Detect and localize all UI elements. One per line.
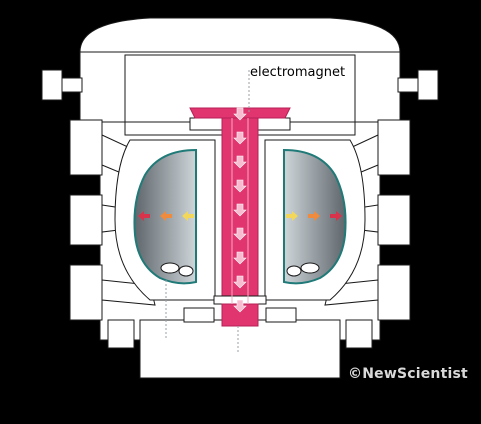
copyright-symbol: © bbox=[348, 366, 362, 382]
outward-arrows bbox=[138, 211, 342, 221]
divertor-right bbox=[286, 262, 320, 277]
outward-arrow-icon bbox=[160, 211, 172, 221]
down-arrow-icon bbox=[233, 179, 247, 193]
voltage-label: voltage bbox=[168, 339, 217, 354]
credit-text: NewScientist bbox=[362, 366, 468, 382]
down-arrow-icon bbox=[233, 155, 247, 169]
down-arrow-icon bbox=[233, 203, 247, 217]
down-arrow-icon bbox=[233, 227, 247, 241]
current-label: current bbox=[240, 350, 287, 365]
outward-arrow-icon bbox=[308, 211, 320, 221]
leader-lines bbox=[165, 70, 250, 352]
outward-arrow-icon bbox=[286, 211, 298, 221]
down-arrows bbox=[233, 107, 247, 313]
outward-arrow-icon bbox=[182, 211, 194, 221]
down-arrow-icon bbox=[233, 251, 247, 265]
credit-logo: ©NewScientist bbox=[348, 366, 468, 382]
divertor-left bbox=[160, 262, 194, 277]
down-arrow-icon bbox=[233, 275, 247, 289]
down-arrow-icon bbox=[233, 131, 247, 145]
outward-arrow-icon bbox=[138, 211, 150, 221]
down-arrow-icon bbox=[233, 299, 247, 313]
outward-arrow-icon bbox=[330, 211, 342, 221]
down-arrow-icon bbox=[233, 107, 247, 121]
electromagnet-label: electromagnet bbox=[250, 65, 345, 80]
